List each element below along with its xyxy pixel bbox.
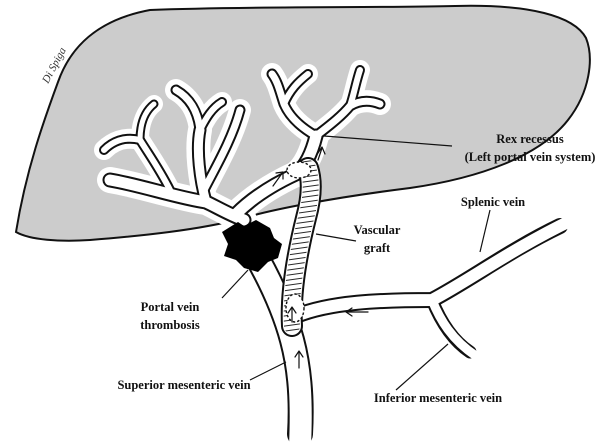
label-graft: graft <box>364 241 391 255</box>
label-rex-recessus: Rex recessus <box>496 132 564 146</box>
leader-superior-mesenteric-vein <box>249 361 287 381</box>
label-superior-mesenteric-vein: Superior mesenteric vein <box>117 378 250 392</box>
label-left-portal-vein-system: (Left portal vein system) <box>465 150 596 164</box>
splenic-flow-arrow <box>345 307 369 317</box>
leader-lines <box>221 135 491 391</box>
leader-vascular-graft <box>315 233 357 242</box>
vascular-graft <box>280 157 322 337</box>
graft-flow-arrow-upper <box>272 171 284 187</box>
leader-inferior-mesenteric-vein <box>395 343 449 391</box>
distal-anastomosis <box>286 161 312 179</box>
graft-flow-arrow-lower <box>287 306 297 323</box>
extrahepatic-veins-lumen <box>243 214 578 444</box>
rex-flow-arrow <box>317 146 326 161</box>
portal-tree-lumen <box>101 67 384 226</box>
label-inferior-mesenteric-vein: Inferior mesenteric vein <box>374 391 502 405</box>
label-vascular: Vascular <box>354 223 401 237</box>
flow-arrows <box>272 146 369 369</box>
smv-flow-arrow <box>294 350 304 369</box>
leader-portal-vein-thrombosis <box>221 269 249 299</box>
label-splenic-vein: Splenic vein <box>461 195 525 209</box>
leader-rex-recessus <box>323 135 453 147</box>
label-portal-vein: Portal vein <box>141 300 200 314</box>
portal-vein-thrombus <box>222 220 282 272</box>
label-thrombosis: thrombosis <box>140 318 200 332</box>
proximal-anastomosis <box>285 293 305 323</box>
leader-splenic-vein <box>479 209 491 253</box>
